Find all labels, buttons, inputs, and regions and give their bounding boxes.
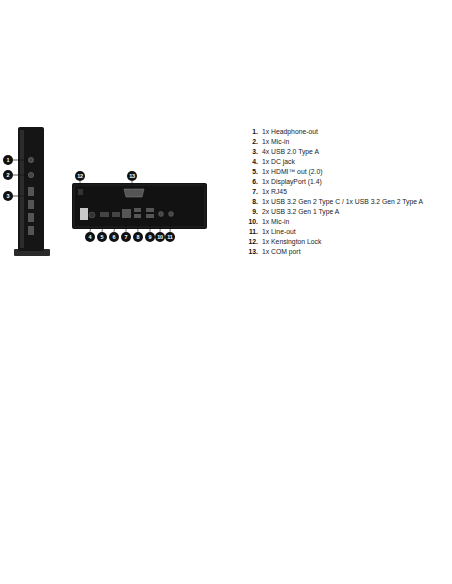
port-description: 4x USB 2.0 Type A: [262, 148, 319, 155]
port-description: 1x Kensington Lock: [262, 238, 321, 245]
port-description: 1x HDMI™ out (2.0): [262, 168, 322, 175]
list-number: 12.: [246, 238, 258, 245]
port-description: 1x Line-out: [262, 228, 296, 235]
list-number: 1.: [246, 128, 258, 135]
callout-number: 11: [165, 232, 175, 242]
list-number: 4.: [246, 158, 258, 165]
port-description: 1x Headphone-out: [262, 128, 318, 135]
list-number: 3.: [246, 148, 258, 155]
port-description: 1x DisplayPort (1.4): [262, 178, 322, 185]
callout-number: 6: [109, 232, 119, 242]
callout-number: 5: [97, 232, 107, 242]
list-number: 10.: [246, 218, 258, 225]
pc-tower: [13, 127, 50, 256]
list-number: 9.: [246, 208, 258, 215]
port-description: 1x Mic-in: [262, 138, 289, 145]
callout-number: 9: [145, 232, 155, 242]
port-description: 1x USB 3.2 Gen 2 Type C / 1x USB 3.2 Gen…: [262, 198, 423, 205]
port-description: 1x COM port: [262, 248, 301, 255]
callout-number: 10: [155, 232, 165, 242]
callout-number: 12: [75, 171, 85, 181]
list-number: 5.: [246, 168, 258, 175]
callout-number: 7: [121, 232, 131, 242]
list-number: 7.: [246, 188, 258, 195]
callout-number: 13: [127, 171, 137, 181]
list-number: 8.: [246, 198, 258, 205]
port-description: 1x Mic-in: [262, 218, 289, 225]
list-number: 6.: [246, 178, 258, 185]
port-description: 1x DC jack: [262, 158, 295, 165]
list-number: 13.: [246, 248, 258, 255]
rear-panel: [72, 181, 207, 232]
callout-number: 8: [133, 232, 143, 242]
callout-number: 3: [3, 191, 13, 201]
callout-number: 1: [3, 155, 13, 165]
list-number: 11.: [246, 228, 258, 235]
list-number: 2.: [246, 138, 258, 145]
callout-number: 2: [3, 170, 13, 180]
callout-number: 4: [85, 232, 95, 242]
port-description: 2x USB 3.2 Gen 1 Type A: [262, 208, 339, 215]
port-description: 1x RJ45: [262, 188, 287, 195]
